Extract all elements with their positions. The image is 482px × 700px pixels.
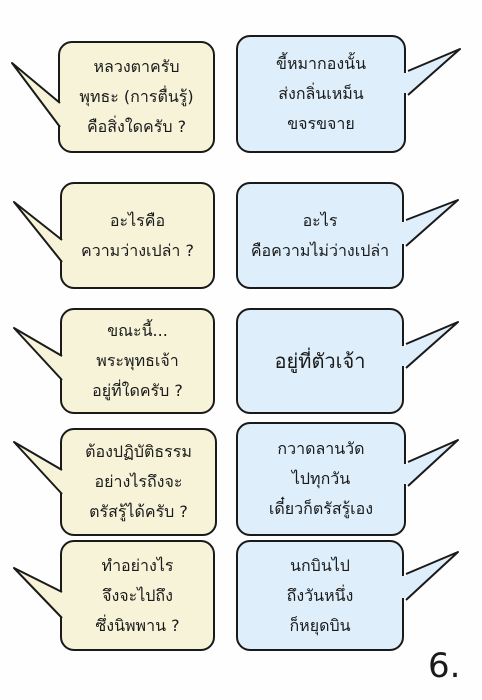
bubble-tail — [401, 199, 459, 247]
question-bubble-5: ทำอย่างไร จึงจะไปถึง ซึ่งนิพพาน ? — [13, 540, 215, 651]
bubble-tail — [13, 327, 67, 381]
answer-text-5: นกบินไป ถึงวันหนึ่ง ก็หยุดบิน — [286, 555, 354, 635]
question-bubble-2: อะไรคือ ความว่างเปล่า ? — [13, 182, 215, 289]
answer-text-2: อะไร คือความไม่ว่างเปล่า — [250, 210, 390, 260]
question-text-3: ขณะนี้... พระพุทธเจ้า อยู่ที่ใดครับ ? — [92, 321, 183, 400]
bubble-tail — [401, 321, 459, 369]
bubble-tail — [401, 551, 459, 601]
answer-bubble-5: นกบินไป ถึงวันหนึ่ง ก็หยุดบิน — [236, 540, 459, 651]
bubble-tail — [11, 62, 65, 128]
bubble-tail — [403, 48, 461, 96]
question-bubble-4: ต้องปฏิบัติธรรม อย่างไรถึงจะ ตรัสรู้ได้ค… — [13, 428, 217, 536]
bubble-tail — [403, 439, 459, 487]
answer-text-3: อยู่ที่ตัวเจ้า — [274, 349, 366, 373]
answer-text-1: ขี้หมากองนั้น ส่งกลิ่นเหม็น ขจรขจาย — [276, 54, 366, 133]
question-bubble-3: ขณะนี้... พระพุทธเจ้า อยู่ที่ใดครับ ? — [13, 308, 215, 414]
answer-bubble-4: กวาดลานวัด ไปทุกวัน เดี๋ยวก็ตรัสรู้เอง — [236, 422, 459, 536]
bubble-tail — [13, 567, 67, 619]
question-text-1: หลวงตาครับ พุทธะ (การตื่นรู้) คือสิ่งใดค… — [79, 57, 194, 136]
bubble-tail — [13, 201, 67, 263]
bubble-tail — [13, 441, 67, 495]
answer-bubble-1: ขี้หมากองนั้น ส่งกลิ่นเหม็น ขจรขจาย — [236, 35, 461, 153]
answer-bubble-3: อยู่ที่ตัวเจ้า — [236, 308, 459, 414]
question-text-2: อะไรคือ ความว่างเปล่า ? — [81, 210, 194, 260]
answer-bubble-2: อะไร คือความไม่ว่างเปล่า — [236, 182, 459, 289]
question-bubble-1: หลวงตาครับ พุทธะ (การตื่นรู้) คือสิ่งใดค… — [11, 41, 215, 153]
question-text-4: ต้องปฏิบัติธรรม อย่างไรถึงจะ ตรัสรู้ได้ค… — [85, 442, 192, 521]
question-text-5: ทำอย่างไร จึงจะไปถึง ซึ่งนิพพาน ? — [95, 555, 180, 635]
answer-text-4: กวาดลานวัด ไปทุกวัน เดี๋ยวก็ตรัสรู้เอง — [268, 439, 374, 518]
page-number: 6. — [428, 646, 461, 686]
